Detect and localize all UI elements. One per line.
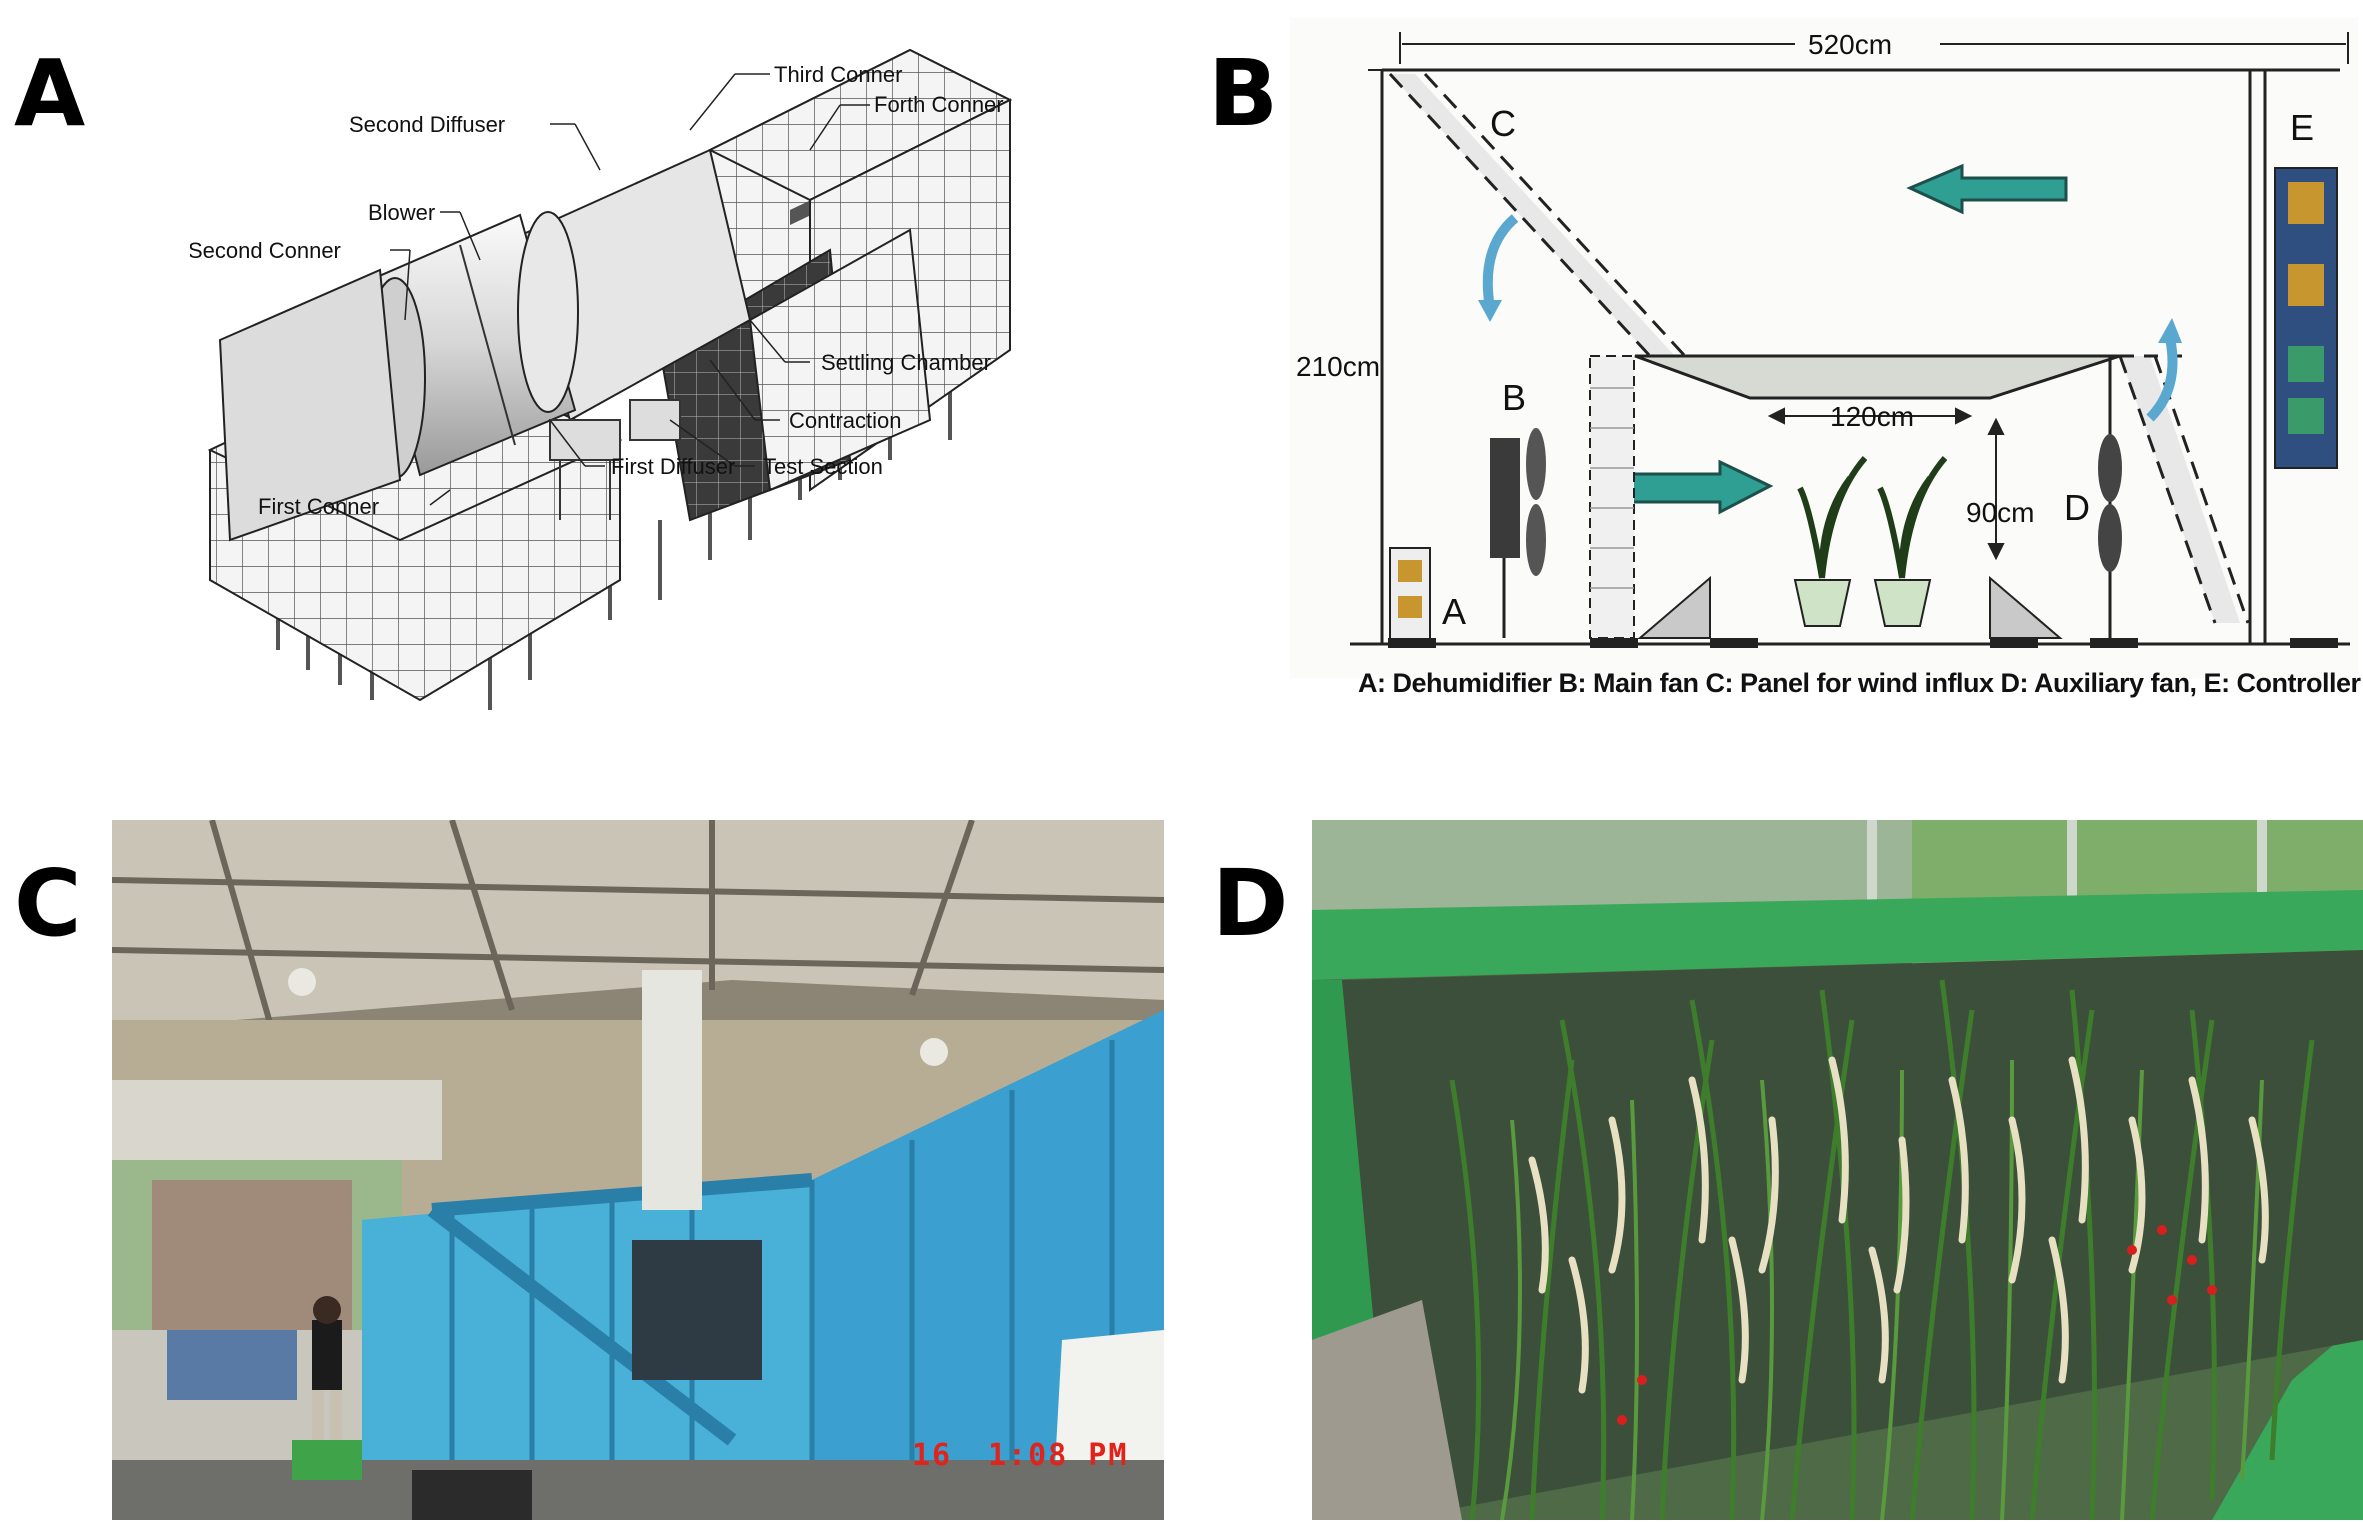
photo-wind-tunnel: 16 1:08 PM (112, 820, 1164, 1520)
dimension-clearance (1987, 417, 2005, 561)
airflow-arrow-top (1906, 163, 2068, 215)
panel-letter-c: C (14, 850, 82, 957)
letter-a: A (1442, 591, 1466, 632)
callout-leaders (390, 73, 870, 506)
photo-rice-plants-scene (1312, 820, 2363, 1520)
label-first-corner: First Conner (258, 494, 379, 519)
chamber-walls (1350, 68, 2350, 646)
letter-d: D (2064, 487, 2090, 528)
wind-influx-panel (1388, 72, 1687, 358)
main-fan: B (1490, 377, 1546, 638)
label-third-corner: Third Conner (774, 62, 902, 87)
ramp-left (1637, 575, 1711, 639)
wind-tunnel-drawing: Third Conner Forth Conner Second Diffuse… (190, 48, 1013, 710)
controller: E (2274, 107, 2338, 469)
label-contraction: Contraction (789, 408, 902, 433)
ceiling-plate (1634, 354, 2121, 400)
floor-feet (1388, 638, 2338, 648)
label-second-corner: Second Conner (190, 238, 341, 263)
dimension-height-label: 210cm (1296, 351, 1380, 382)
right-influx-panel (2118, 354, 2250, 624)
letter-e: E (2290, 107, 2314, 148)
tunnel-test-section (549, 399, 681, 520)
label-blower: Blower (368, 200, 435, 225)
photo-rice-plants (1312, 820, 2363, 1520)
letter-b: B (1502, 377, 1526, 418)
tunnel-settling-chamber (658, 98, 1011, 522)
dimension-plate (1767, 407, 1973, 425)
auxiliary-fan: D (2064, 356, 2122, 638)
photo-timestamp-day: 16 (912, 1438, 953, 1473)
chamber-schematic: 520cm 210cm C (1290, 18, 2358, 678)
dimension-clearance-label: 90cm (1966, 497, 2034, 528)
label-forth-corner: Forth Conner (874, 92, 1004, 117)
curved-arrow-left (1482, 214, 1519, 309)
letter-c: C (1490, 103, 1516, 144)
photo-timestamp-time: 1:08 PM (988, 1438, 1129, 1473)
photo-wind-tunnel-scene (112, 820, 1164, 1520)
panel-letter-a: A (14, 40, 86, 147)
panel-letter-b: B (1208, 40, 1279, 147)
label-first-diffuser: First Diffuser (611, 454, 735, 479)
label-settling-chamber: Settling Chamber (821, 350, 991, 375)
potted-plants (1793, 456, 1948, 627)
curved-arrow-right (2146, 337, 2178, 422)
mesh-panel (1589, 355, 1635, 639)
label-second-diffuser: Second Diffuser (349, 112, 505, 137)
tunnel-second-corner (218, 268, 402, 542)
panel-letter-d: D (1212, 850, 1289, 957)
dimension-plate-label: 120cm (1830, 401, 1914, 432)
dimension-width-label: 520cm (1808, 29, 1892, 60)
chamber-caption: A: Dehumidifier B: Main fan C: Panel for… (1358, 668, 2361, 698)
label-test-section: Test Section (763, 454, 883, 479)
dehumidifier (1389, 547, 1431, 641)
dimension-width (1399, 32, 2349, 64)
rice-panicles (1528, 1056, 2269, 1394)
